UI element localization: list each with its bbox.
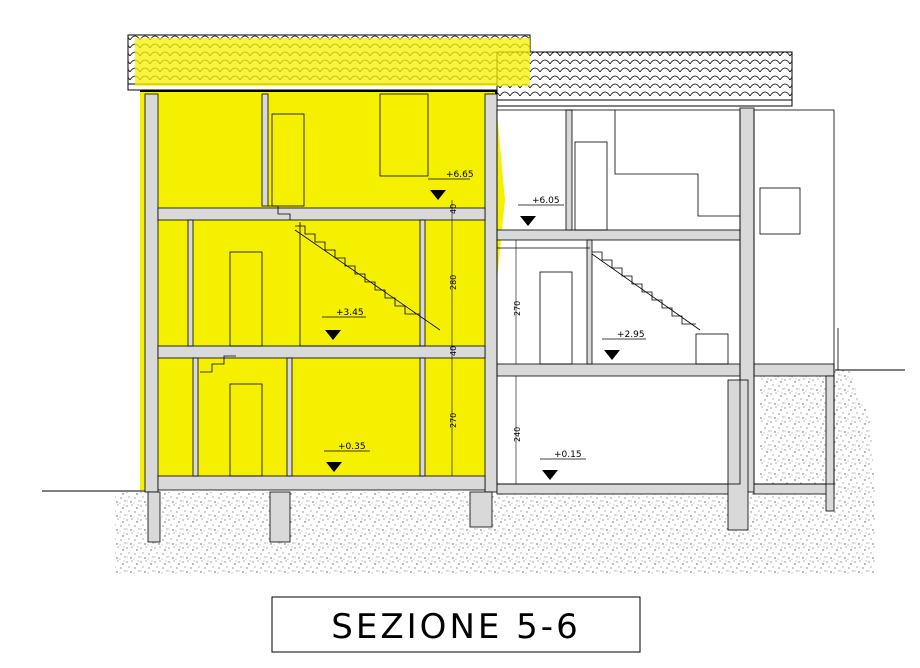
level-label: +0.15 [554,450,582,460]
right-roof [496,51,793,107]
level-label: +3.45 [336,308,364,318]
staircase-right [591,251,701,331]
level-marker-l035: +0.35 [324,442,370,472]
dimension-label: 40 [449,346,458,356]
title-block: SEZIONE 5-6 [271,596,641,653]
left-building-openings [229,93,429,477]
level-triangle-icon [430,190,446,200]
level-marker-l605: +6.05 [518,196,564,226]
level-label: +6.05 [532,196,560,206]
level-triangle-icon [520,216,536,226]
dimension-label: 270 [449,413,458,428]
level-triangle-icon [326,462,342,472]
level-marker-l345: +3.45 [322,308,366,340]
highlight-left-building [135,38,530,490]
staircase-left [200,205,441,373]
dimension-label: 40 [449,204,458,214]
level-marker-l665: +6.65 [428,170,474,200]
dimension-lines [451,200,517,484]
level-label: +2.95 [617,330,645,340]
level-label: +0.35 [338,442,366,452]
right-building [496,107,835,531]
level-marker-l015: +0.15 [540,450,586,480]
dimension-label: 240 [513,427,522,442]
dimension-label: 270 [513,301,522,316]
section-title: SEZIONE 5-6 [331,607,580,647]
level-triangle-icon [542,470,558,480]
dimension-label: 280 [449,275,458,290]
left-building [144,93,498,543]
level-label: +6.65 [446,170,474,180]
right-building-outline [496,109,835,485]
level-triangle-icon [325,330,341,340]
level-marker-l295: +2.95 [602,330,646,360]
level-triangle-icon [604,350,620,360]
